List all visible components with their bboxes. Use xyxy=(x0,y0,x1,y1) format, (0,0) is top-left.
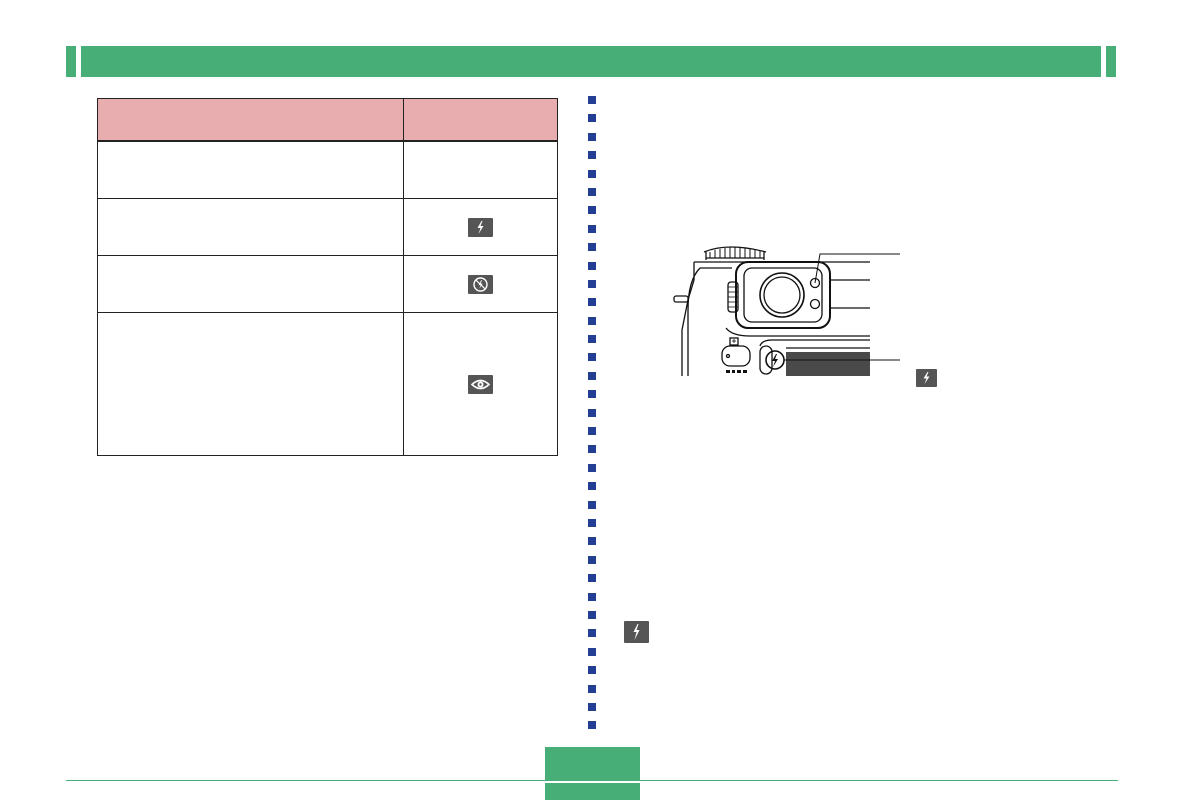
table-cell-description xyxy=(97,140,404,199)
divider-dot xyxy=(588,610,596,619)
flash-on-icon xyxy=(468,217,493,237)
flash-on-icon xyxy=(624,621,649,643)
flash-on-icon xyxy=(916,369,937,387)
divider-dot xyxy=(588,316,596,325)
column-divider xyxy=(588,96,596,740)
table-cell-indicator xyxy=(403,255,558,313)
divider-dot xyxy=(588,721,596,730)
footer-rule xyxy=(66,780,1118,781)
table-row xyxy=(97,198,558,256)
divider-dot xyxy=(588,353,596,362)
table-cell-indicator xyxy=(403,198,558,256)
table-header-setting xyxy=(97,98,404,142)
divider-dot xyxy=(588,279,596,288)
table-cell-description xyxy=(97,312,404,456)
divider-dot xyxy=(588,592,596,601)
page-number-box xyxy=(545,747,640,780)
divider-dot xyxy=(588,335,596,344)
flash-off-icon xyxy=(468,274,493,294)
divider-dot xyxy=(588,261,596,270)
divider-dot xyxy=(588,408,596,417)
divider-dot xyxy=(588,390,596,399)
header-band-left xyxy=(66,46,76,77)
divider-dot xyxy=(588,224,596,233)
divider-dot xyxy=(588,151,596,160)
table-row xyxy=(97,140,558,199)
divider-dot xyxy=(588,169,596,178)
header-band-right xyxy=(1106,46,1116,77)
divider-dot xyxy=(588,445,596,454)
table-row xyxy=(97,255,558,313)
divider-dot xyxy=(588,518,596,527)
divider-dot xyxy=(588,132,596,141)
camera-back-illustration xyxy=(673,246,900,376)
divider-dot xyxy=(588,500,596,509)
header-band xyxy=(81,46,1101,77)
divider-dot xyxy=(588,371,596,380)
divider-dot xyxy=(588,555,596,564)
divider-dot xyxy=(588,647,596,656)
table-row xyxy=(97,312,558,456)
divider-dot xyxy=(588,629,596,638)
divider-dot xyxy=(588,463,596,472)
divider-dot xyxy=(588,243,596,252)
table-header-indicator xyxy=(403,98,558,142)
table-header-row xyxy=(97,98,558,142)
table-cell-indicator xyxy=(403,312,558,456)
divider-dot xyxy=(588,684,596,693)
red-eye-icon xyxy=(468,374,493,394)
divider-dot xyxy=(588,206,596,215)
flash-mode-table xyxy=(97,98,558,456)
divider-dot xyxy=(588,427,596,436)
divider-dot xyxy=(588,666,596,675)
table-cell-indicator xyxy=(403,140,558,199)
table-cell-description xyxy=(97,198,404,256)
footer-tab xyxy=(545,783,640,800)
divider-dot xyxy=(588,702,596,711)
table-cell-description xyxy=(97,255,404,313)
divider-dot xyxy=(588,574,596,583)
divider-dot xyxy=(588,298,596,307)
divider-dot xyxy=(588,96,596,104)
divider-dot xyxy=(588,482,596,491)
divider-dot xyxy=(588,114,596,123)
divider-dot xyxy=(588,537,596,546)
divider-dot xyxy=(588,187,596,196)
